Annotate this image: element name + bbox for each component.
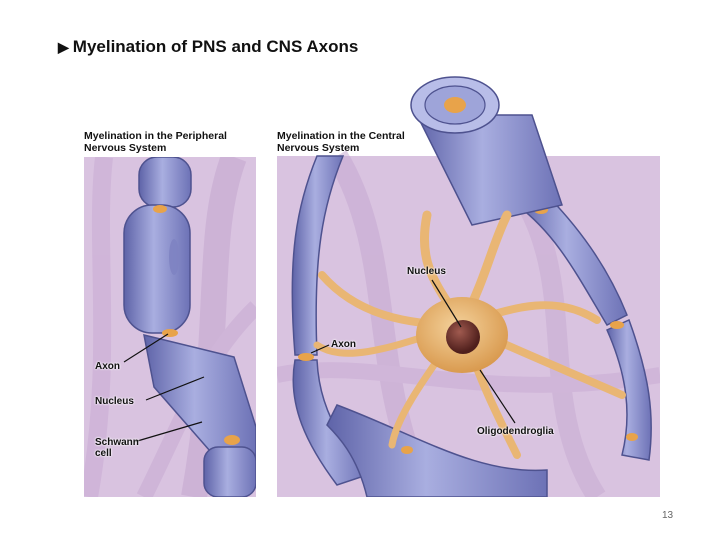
oligodendrocyte-nucleus	[446, 320, 480, 354]
pns-schwann-segment	[203, 446, 256, 497]
pns-nucleus-label: Nucleus	[95, 396, 134, 407]
pns-node-of-ranvier	[153, 205, 167, 213]
cns-axon-label: Axon	[331, 339, 356, 350]
cns-heading-line2: Nervous System	[277, 142, 360, 154]
pns-heading-line1: Myelination in the Peripheral	[84, 130, 227, 142]
cns-heading-line1: Myelination in the Central	[277, 130, 405, 142]
cns-leader-lines	[310, 279, 516, 424]
cns-node-of-ranvier	[401, 446, 413, 454]
pns-schwann-label-line1: Schwann	[95, 437, 139, 448]
pns-leader-lines	[123, 333, 205, 443]
pns-schwann-cell-label: Schwann cell	[95, 437, 139, 459]
page-number: 13	[662, 510, 674, 521]
title-bullet-icon: ▶	[58, 39, 69, 55]
cns-bottom-axon	[326, 404, 548, 497]
pns-myelination-illustration	[84, 157, 256, 497]
cns-axon-core	[444, 97, 466, 113]
slide-title-text: Myelination of PNS and CNS Axons	[72, 37, 359, 56]
slide-title: ▶Myelination of PNS and CNS Axons	[58, 37, 358, 57]
pns-schwann-segment	[143, 333, 256, 468]
cns-nucleus-label: Nucleus	[407, 266, 446, 277]
pns-schwann-segment	[138, 157, 192, 208]
cns-right-axon	[515, 189, 652, 461]
pns-schwann-nucleus	[169, 239, 179, 275]
pns-axon-label: Axon	[95, 361, 120, 372]
pns-schwann-label-line2: cell	[95, 448, 112, 459]
cns-node-of-ranvier	[298, 353, 314, 361]
cns-top-axon-cross-section	[410, 76, 563, 226]
cns-panel-heading: Myelination in the Central Nervous Syste…	[277, 130, 405, 154]
pns-heading-line2: Nervous System	[84, 142, 167, 154]
pns-panel-heading: Myelination in the Peripheral Nervous Sy…	[84, 130, 227, 154]
pns-node-of-ranvier	[224, 435, 240, 445]
cns-node-of-ranvier	[610, 321, 624, 329]
cns-node-of-ranvier	[626, 433, 638, 441]
oligodendroglia-label: Oligodendroglia	[477, 426, 554, 437]
cns-myelination-illustration	[277, 76, 660, 497]
pns-myelinated-axon	[123, 157, 256, 497]
pns-schwann-segment	[123, 204, 191, 334]
